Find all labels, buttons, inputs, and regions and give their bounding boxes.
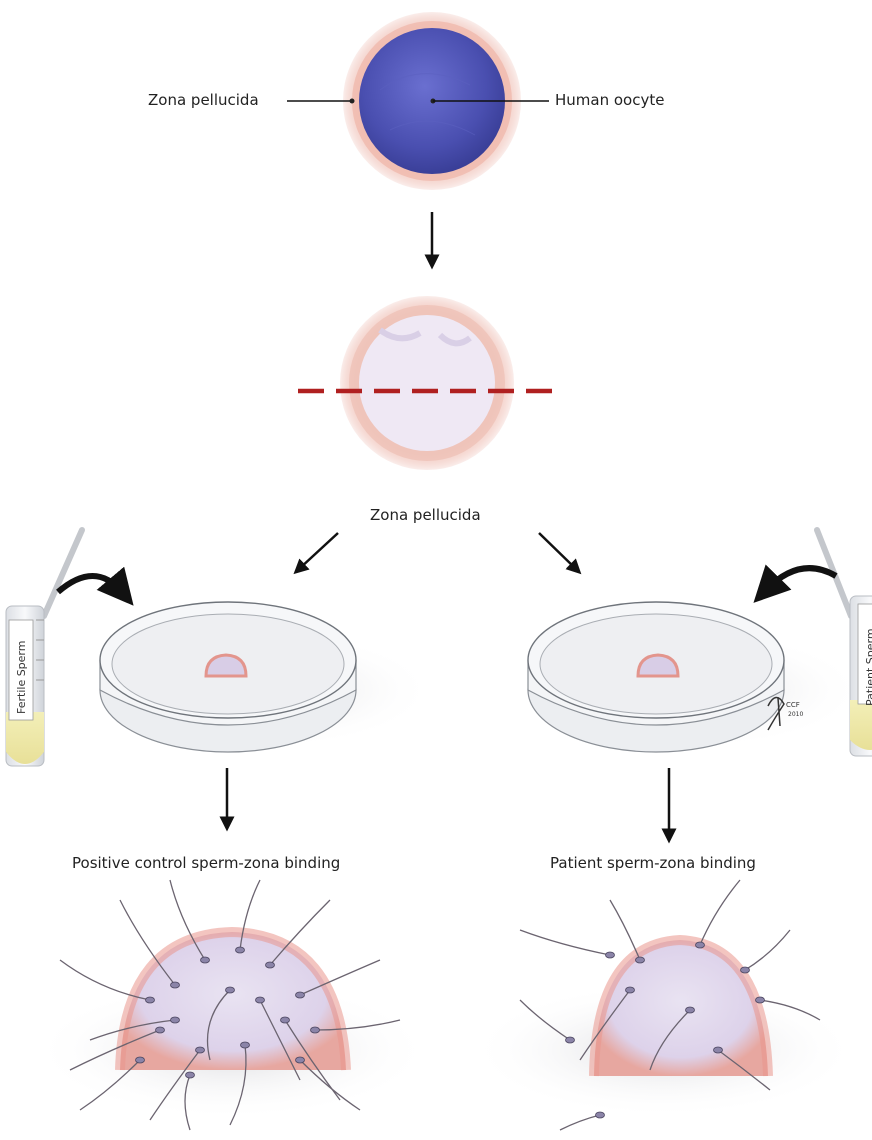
arrow-diag-right [539, 533, 576, 569]
sperm-head [296, 992, 305, 998]
right-petri-dish [515, 602, 865, 752]
sperm-head [311, 1027, 320, 1033]
positive-control-label: Positive control sperm-zona binding [72, 854, 340, 872]
sperm-head [686, 1007, 695, 1013]
sperm-head [171, 982, 180, 988]
sperm-head [741, 967, 750, 973]
sperm-tail [700, 880, 740, 945]
sperm-head [296, 1057, 305, 1063]
sperm-head [636, 957, 645, 963]
sperm-head [606, 952, 615, 958]
zona-pellucida-label: Zona pellucida [148, 91, 259, 109]
sperm-head [596, 1112, 605, 1118]
patient-binding-illustration [469, 880, 859, 1130]
sperm-head [714, 1047, 723, 1053]
sperm-head [146, 997, 155, 1003]
sperm-head [201, 957, 210, 963]
patient-sperm-tube-label: Patient Sperm [864, 628, 872, 706]
sperm-head [136, 1057, 145, 1063]
zona-pellucida-middle-label: Zona pellucida [370, 506, 481, 524]
zona-shell-illustration [340, 296, 514, 470]
signature-year: 2010 [788, 711, 803, 718]
curved-arrow-left [58, 576, 122, 592]
sperm-head [196, 1047, 205, 1053]
patient-binding-label: Patient sperm-zona binding [550, 854, 756, 872]
sperm-head [626, 987, 635, 993]
sperm-head [236, 947, 245, 953]
left-petri-dish [85, 602, 435, 752]
fertile-sperm-tube-label: Fertile Sperm [15, 641, 28, 714]
sperm-head [696, 942, 705, 948]
sperm-tail [610, 900, 640, 960]
sperm-head [756, 997, 765, 1003]
sperm-head [186, 1072, 195, 1078]
sperm-tail [520, 930, 610, 955]
sperm-head [256, 997, 265, 1003]
human-oocyte-label: Human oocyte [555, 91, 664, 109]
sperm-tail [560, 1115, 600, 1130]
positive-binding-illustration [32, 880, 432, 1130]
sperm-head [226, 987, 235, 993]
sperm-head [241, 1042, 250, 1048]
sperm-head [156, 1027, 165, 1033]
arrow-diag-left [299, 533, 338, 569]
sperm-tail [745, 930, 790, 970]
sperm-head [566, 1037, 575, 1043]
fertile-sperm-tube: Fertile Sperm [6, 530, 82, 766]
sperm-head [266, 962, 275, 968]
curved-arrow-right [766, 568, 836, 590]
sperm-head [171, 1017, 180, 1023]
sperm-head [281, 1017, 290, 1023]
signature-mark: CCF [786, 701, 800, 709]
